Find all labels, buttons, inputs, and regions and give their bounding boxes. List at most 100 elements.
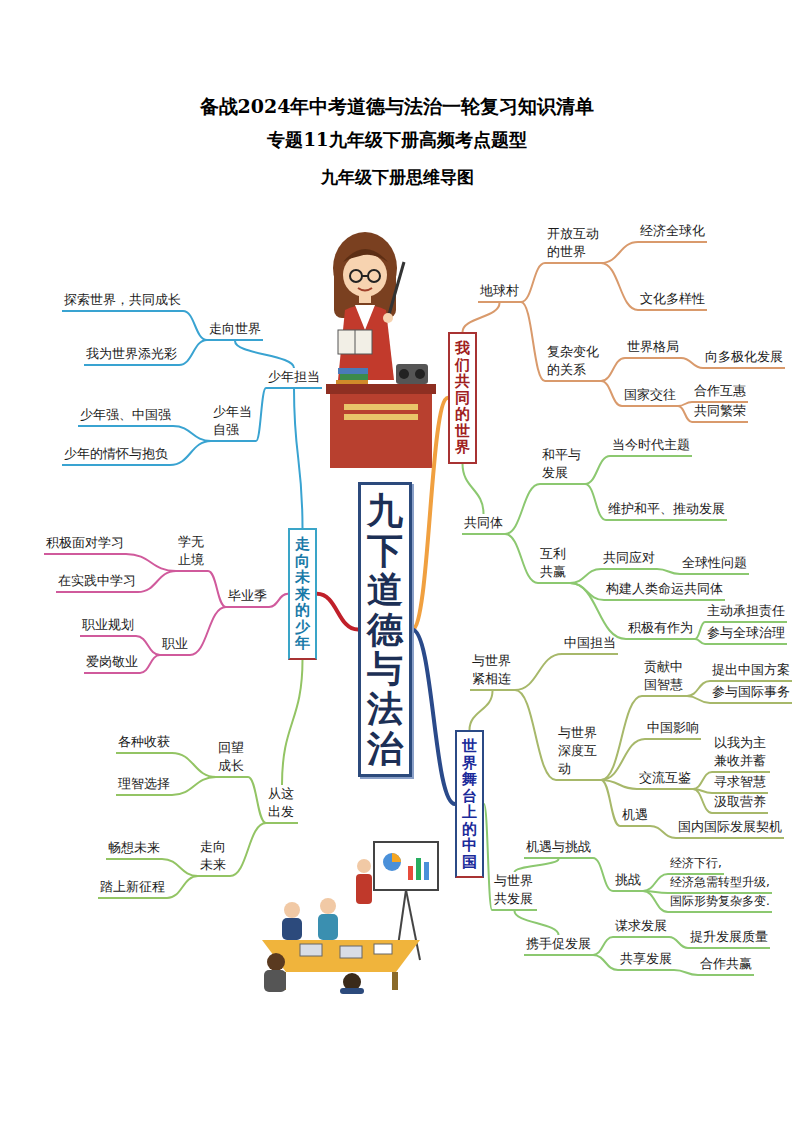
branch-connector [167,876,198,898]
box-title: 我们共同的世界 [455,340,470,456]
branch-node: 走向未来 [198,838,230,877]
branch-node: 与世界深度互动 [556,724,601,781]
branch-label: 国际形势复杂多变. [670,892,770,910]
branch-connector [170,441,211,465]
branch-label: 经济全球化 [640,222,705,240]
branch-connector [183,311,207,340]
branch-node: 经济下行, [668,854,724,875]
branch-connector [235,341,294,368]
branch-label: 合作互惠 [694,382,746,400]
branch-label: 挑战 [615,871,641,889]
branch-connector [570,569,601,583]
branch-label: 爱岗敬业 [86,653,138,671]
branch-connector [412,398,448,630]
branch-label: 中国影响 [647,719,699,737]
branch-connector [601,739,645,780]
branch-node: 机遇 [620,806,650,827]
branch-connector [601,696,642,780]
branch-node: 当今时代主题 [610,436,692,457]
branch-node: 参与国际事务 [710,683,792,704]
branch-connector [601,263,638,310]
branch-node: 互利共赢 [538,545,570,584]
branch-label: 与世界紧相连 [472,652,513,688]
branch-connector [601,780,620,826]
branch-connector [695,622,705,639]
branch-connector [601,242,638,263]
branch-label: 职业规划 [82,616,134,634]
branch-connector [669,937,688,948]
branch-label: 当今时代主题 [612,436,690,454]
branch-node: 少年担当 [266,368,322,389]
branch-node: 挑战 [613,871,643,892]
branch-node: 构建人类命运共同体 [604,580,725,601]
branch-label: 经济下行, [670,854,722,872]
branch-node: 畅想未来 [106,839,162,860]
branch-label: 提升发展质量 [690,928,768,946]
branch-connector [317,594,358,630]
branch-connector [678,406,692,422]
branch-connector [412,630,455,804]
branch-label: 主动承担责任 [707,602,785,620]
subtitle: 专题11九年级下册高频考点题型 [0,128,794,152]
branch-connector [593,955,618,970]
branch-label: 谋求发展 [615,917,667,935]
branch-connector [687,696,710,703]
branch-connector [269,594,288,607]
branch-node: 提出中国方案 [710,661,792,682]
branch-label: 和平与发展 [542,446,583,482]
branch-label: 国内国际发展契机 [678,818,782,836]
branch-connector [601,381,622,406]
branch-node: 交流互鉴 [637,769,693,790]
branch-label: 世界格局 [627,338,679,356]
branch-node: 携手促发展 [524,935,593,956]
branch-connector [674,970,698,975]
branch-connector [230,823,266,876]
branch-node: 主动承担责任 [705,602,787,623]
branch-label: 走向未来 [200,838,228,874]
meeting-illustration [262,842,438,994]
branch-node: 机遇与挑战 [524,838,593,859]
teacher-illustration [326,232,436,468]
branch-node: 踏上新征程 [98,878,167,899]
branch-node: 向多极化发展 [703,348,785,369]
branch-label: 地球村 [480,282,519,300]
branch-connector [643,891,668,912]
branch-node: 共同体 [462,514,505,535]
branch-node: 合作互惠 [692,382,748,403]
branch-node: 毕业季 [226,587,269,608]
branch-label: 理智选择 [118,775,170,793]
branch-node: 中国担当 [562,634,618,655]
box-title: 走向未来的少年 [295,536,310,652]
branch-label: 少年当自强 [213,403,254,439]
branch-node: 和平与发展 [540,446,585,485]
branch-node: 提升发展质量 [688,928,770,949]
branch-node: 学无止境 [176,533,208,572]
branch-node: 与世界紧相连 [470,652,515,691]
branch-label: 寻求智慧 [714,773,766,791]
branch-node: 开放互动的世界 [545,225,601,264]
branch-connector [179,340,207,365]
branch-label: 机遇与挑战 [526,838,591,856]
branch-label: 我为世界添光彩 [86,345,177,363]
branch-label: 毕业季 [228,587,267,605]
branch-label: 从这出发 [268,785,296,821]
branch-connector [172,777,216,795]
branch-label: 复杂变化的关系 [547,343,599,379]
branch-node: 职业 [160,635,190,656]
branch-connector [248,777,266,823]
branch-node: 共同应对 [601,549,657,570]
section-box: 走向未来的少年 [288,528,317,660]
branch-connector [126,554,176,571]
branch-node: 积极有作为 [626,619,695,640]
branch-node: 经济急需转型升级, [668,873,772,894]
branch-node: 在实践中学习 [56,572,138,593]
branch-connector [657,569,680,574]
branch-connector [521,302,545,381]
branch-node: 寻求智慧 [712,773,768,794]
branch-connector [190,607,226,655]
branch-label: 共享发展 [620,950,672,968]
branch-label: 构建人类命运共同体 [606,580,723,598]
branch-label: 提出中国方案 [712,661,790,679]
branch-label: 携手促发展 [526,935,591,953]
